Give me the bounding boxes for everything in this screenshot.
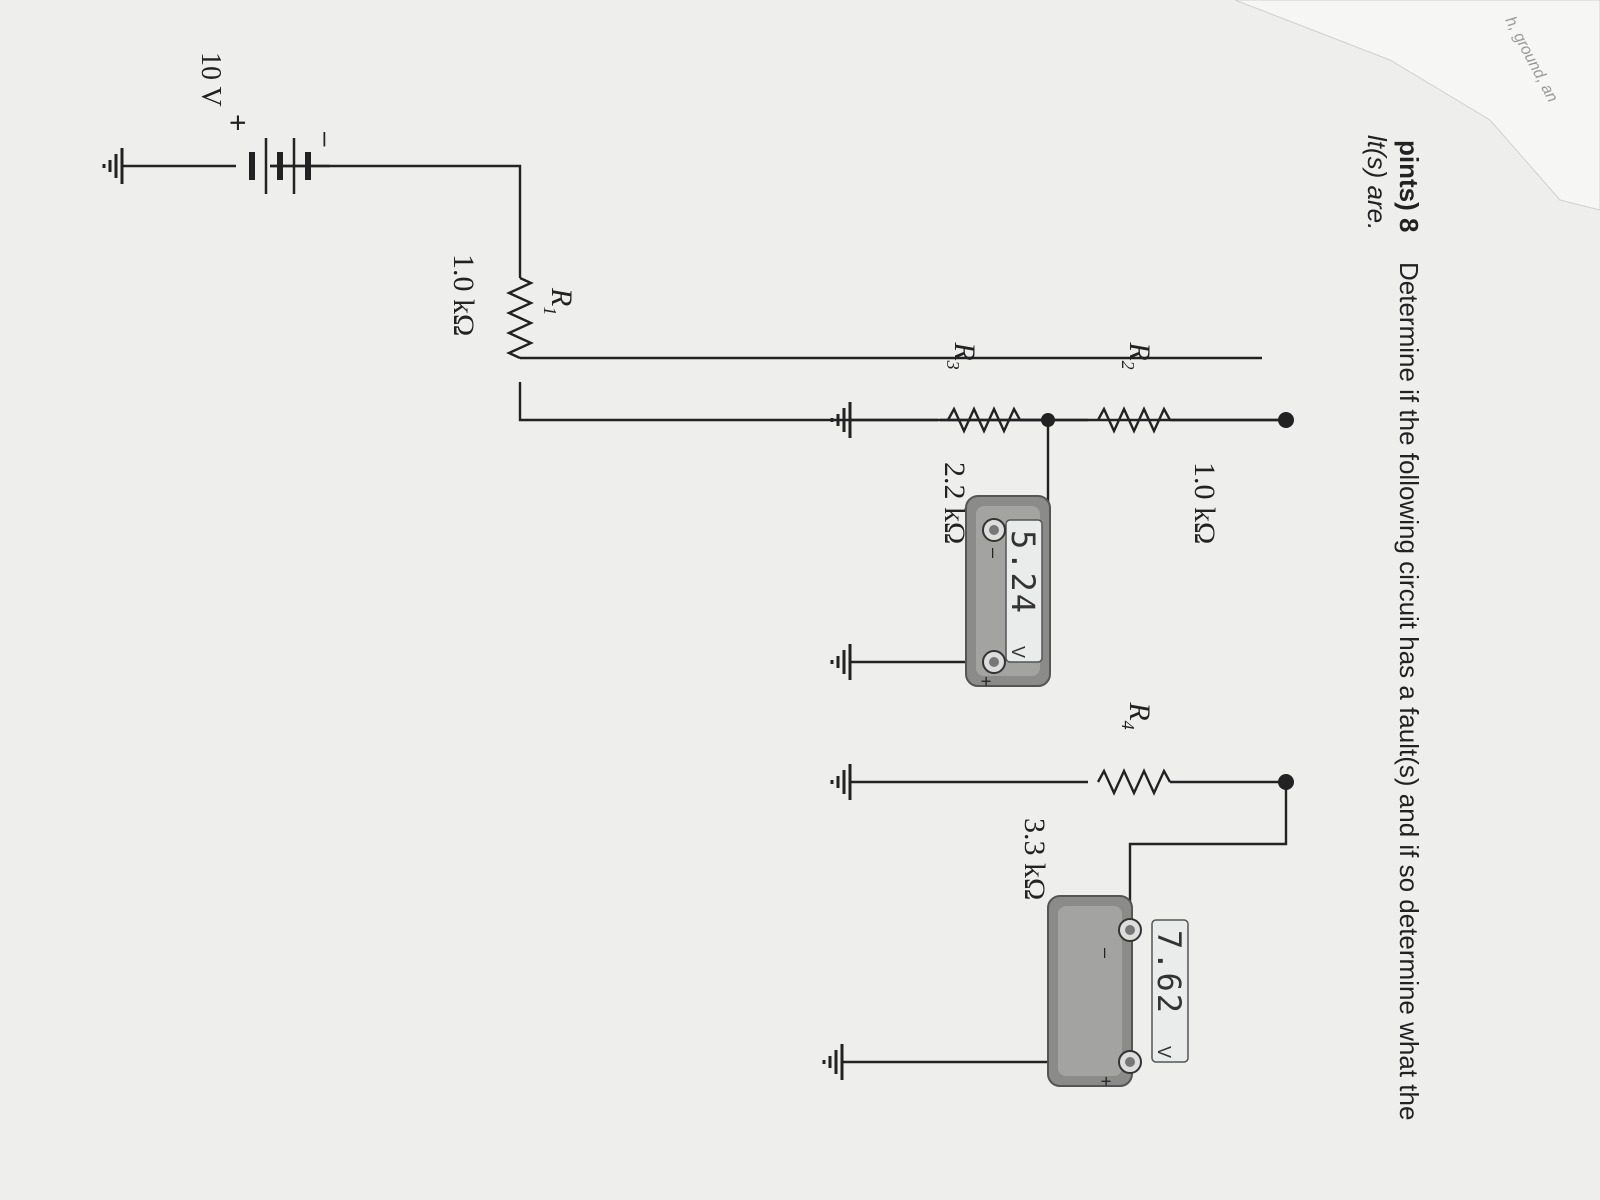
- battery-symbol: [140, 138, 330, 194]
- ground-icon: [830, 764, 868, 800]
- terminal-center-icon: [989, 525, 999, 535]
- ground-icon: [830, 402, 868, 438]
- r2-resistor: [1096, 406, 1172, 434]
- junction-node-top: [1278, 412, 1294, 428]
- meter-2-reading: 7.62: [1150, 930, 1188, 1015]
- terminal-center-icon: [1125, 1057, 1135, 1067]
- meter2-neg-lead: [1128, 782, 1288, 930]
- battery-minus-label: –: [312, 132, 342, 147]
- voltmeter-1: 5.24 V – +: [965, 495, 1051, 687]
- meter-1-minus: –: [984, 548, 1004, 558]
- ground-icon: [822, 1044, 860, 1080]
- r2-value: 1.0 kΩ: [1188, 462, 1221, 544]
- wire-source-top: [270, 164, 522, 278]
- question-prefix: pints) 8: [1394, 140, 1424, 232]
- junction-node-r2r3: [1041, 413, 1055, 427]
- circuit-wires: [270, 164, 1288, 1064]
- r4-value: 3.3 kΩ: [1018, 818, 1051, 900]
- r2-label: R2: [1118, 341, 1156, 369]
- ground-icon: [102, 148, 140, 184]
- meter-1-reading: 5.24: [1004, 530, 1042, 615]
- question-continued: lt(s) are.: [1362, 135, 1392, 230]
- r1-label: R1: [540, 287, 578, 315]
- r1-resistor: [506, 276, 534, 360]
- terminal-center-icon: [989, 657, 999, 667]
- ground-symbols: [102, 148, 868, 1080]
- r1-value: 1.0 kΩ: [447, 254, 480, 336]
- r4-label: R4: [1118, 701, 1156, 729]
- meter-1-unit: V: [1008, 646, 1028, 658]
- meter-lcd: [1151, 919, 1189, 1063]
- r3-resistor: [946, 406, 1022, 434]
- question-text: Determine if the following circuit has a…: [1394, 262, 1424, 1120]
- voltmeter-2: 7.62 V – +: [1047, 895, 1189, 1087]
- meter-lcd: [1005, 519, 1043, 663]
- resistor-labels: R1 1.0 kΩ R2 1.0 kΩ R3 2.2 kΩ R4 3.3 kΩ: [447, 254, 1221, 900]
- ground-icon: [830, 644, 868, 680]
- meter-1-plus: +: [976, 676, 996, 687]
- battery-plus-label: +: [221, 114, 254, 132]
- meter-2-minus: –: [1096, 948, 1116, 958]
- battery-voltage-label: 10 V: [195, 52, 226, 107]
- meter-2-plus: +: [1096, 1076, 1116, 1087]
- meter-bezel: [1058, 906, 1122, 1076]
- junction-node-r4: [1278, 774, 1294, 790]
- terminal-center-icon: [1125, 925, 1135, 935]
- r3-label: R3: [943, 341, 981, 369]
- meter-2-unit: V: [1154, 1046, 1174, 1058]
- page-corner-fold: [1234, 0, 1600, 211]
- r4-resistor: [1096, 768, 1172, 796]
